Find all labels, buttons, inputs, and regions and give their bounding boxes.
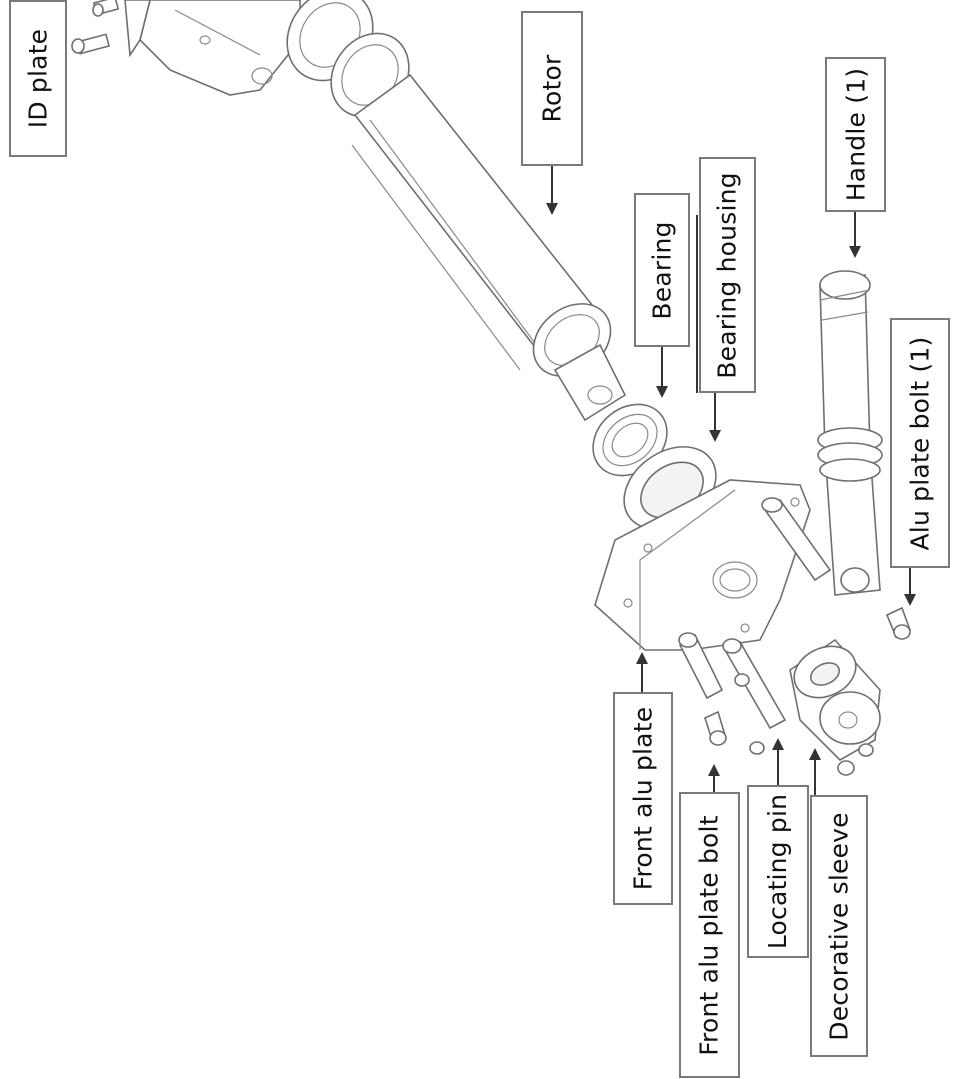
label-decorative-sleeve: Decorative sleeve	[810, 795, 868, 1057]
plate-pins	[678, 497, 832, 730]
label-front-alu-plate-bolt: Front alu plate bolt	[679, 792, 740, 1078]
label-bearing-housing: Bearing housing	[699, 157, 756, 393]
handle	[817, 270, 883, 596]
front-alu-plate	[594, 479, 811, 651]
id-plate-bolts	[71, 0, 120, 55]
label-front-alu-plate: Front alu plate	[613, 692, 673, 905]
label-handle: Handle (1)	[825, 57, 886, 212]
rotor	[351, 73, 627, 422]
leader-arrows	[546, 166, 916, 795]
label-locating-pin: Locating pin	[747, 785, 809, 958]
label-id-plate: ID plate	[9, 0, 67, 157]
label-bearing: Bearing	[634, 193, 690, 347]
decorative-sleeve	[789, 638, 881, 761]
small-bolts	[704, 606, 911, 776]
label-alu-plate-bolt: Alu plate bolt (1)	[890, 318, 950, 568]
label-rotor: Rotor	[521, 11, 583, 166]
rear-housing-block	[124, 0, 301, 96]
